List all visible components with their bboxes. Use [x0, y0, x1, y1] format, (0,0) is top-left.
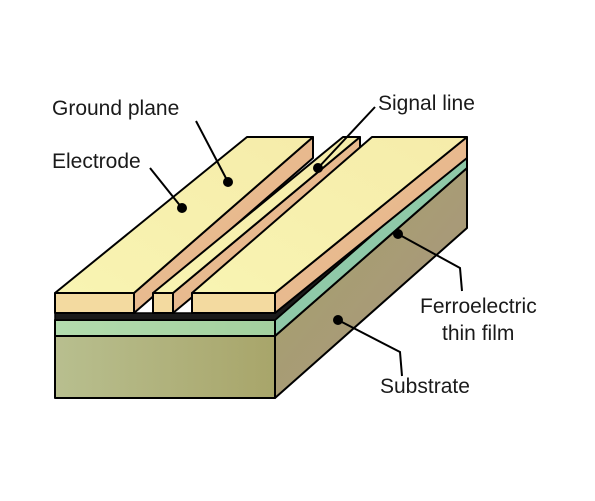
- label-ground-plane: Ground plane: [52, 97, 179, 120]
- label-electrode: Electrode: [52, 150, 141, 173]
- leader-electrode: [149, 167, 183, 209]
- leader-ground-plane: [195, 120, 229, 183]
- label-ferroelectric-line1: Ferroelectric: [420, 295, 537, 318]
- leader-electrode-dot: [177, 203, 187, 213]
- leader-signal-line-dot: [313, 163, 323, 173]
- leader-signal-line: [317, 106, 376, 169]
- label-ferroelectric-line2: thin film: [442, 322, 514, 345]
- leader-substrate: [337, 319, 403, 377]
- leader-ground-plane-dot: [223, 177, 233, 187]
- ground-plane-right: [191, 136, 468, 314]
- leader-ferroelectric-dot: [393, 229, 403, 239]
- ground-plane-left-front: [54, 292, 135, 314]
- labels: Ground plane Electrode Signal line Ferro…: [52, 92, 537, 398]
- leader-ferroelectric: [397, 233, 463, 292]
- substrate-front-face: [54, 335, 276, 399]
- label-substrate: Substrate: [380, 375, 470, 398]
- ground-plane-right-front: [191, 292, 276, 314]
- ground-plane-left: [54, 136, 314, 314]
- label-signal-line: Signal line: [378, 92, 475, 115]
- leader-lines: [149, 106, 463, 377]
- film-front-face: [54, 319, 276, 337]
- signal-line-front: [152, 292, 174, 314]
- leader-substrate-dot: [333, 315, 343, 325]
